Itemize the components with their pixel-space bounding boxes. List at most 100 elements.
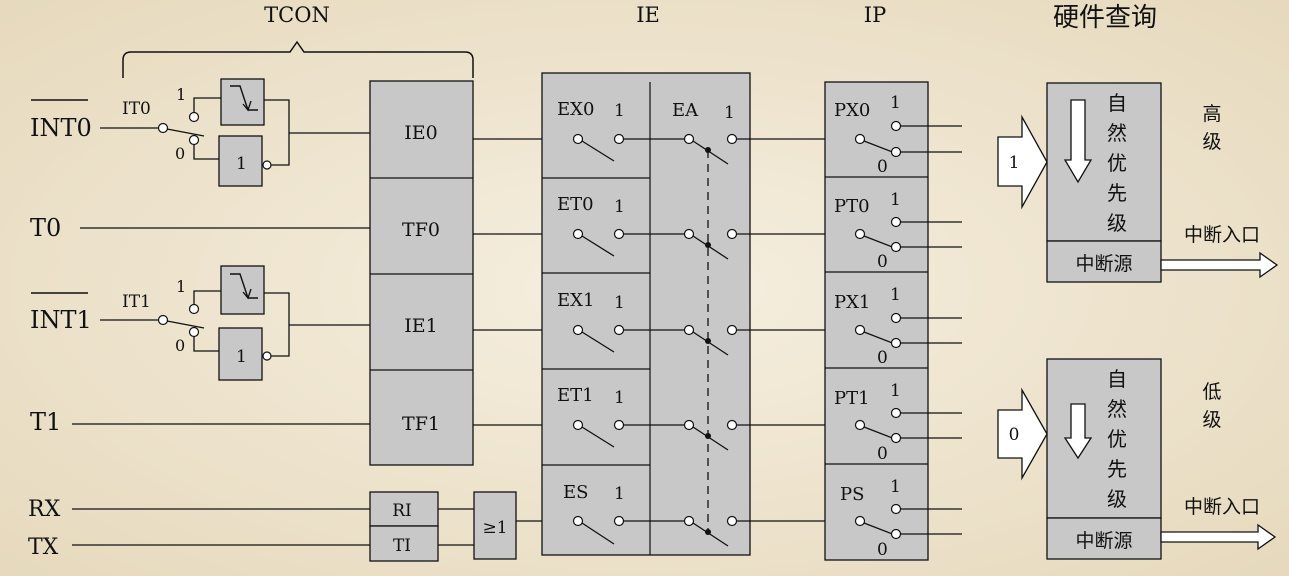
input-t1-label: T1: [30, 408, 61, 436]
input-int0-label: INT0: [30, 114, 92, 142]
low-priority-query: 0 自 然 优 先 级 中断源 低 级 中断入口: [997, 358, 1277, 560]
low-level-arrow: [997, 387, 1048, 481]
ie-es-label: ES: [563, 482, 588, 503]
hardware-query-heading: 硬件查询: [1053, 3, 1157, 33]
high-level-value: 1: [1009, 153, 1020, 173]
high-priority-query: 1 自 然 优 先 级 中断源 高 级 中断入口: [997, 82, 1279, 283]
ip-row-pt0: PT0 1 0: [834, 190, 962, 272]
high-level-arrow: [997, 114, 1048, 210]
ip-px1-label: PX1: [834, 292, 870, 313]
flag-ie1: IE1: [404, 315, 437, 337]
or-gate-label: ≥1: [482, 518, 507, 538]
flag-tf1: TF1: [402, 413, 440, 435]
high-down-arrow-icon: [1063, 99, 1093, 184]
low-level-value: 0: [1009, 425, 1020, 445]
low-down-arrow-icon: [1063, 403, 1093, 460]
tcon-heading: TCON: [264, 3, 330, 27]
int0-edge-detector: [220, 78, 265, 126]
ea-label: EA: [672, 100, 699, 121]
ie-row-et0: ET0 1: [557, 194, 860, 260]
high-natural-1: 然: [1107, 121, 1127, 145]
low-natural-3: 先: [1107, 457, 1127, 481]
low-tag-0: 低: [1202, 381, 1221, 403]
it0-label: IT0: [122, 99, 151, 119]
ip-ps-low: 0: [877, 540, 888, 560]
int0-level-gate: [218, 135, 263, 187]
high-tag-0: 高: [1202, 103, 1221, 125]
int0-level-gate-label: 1: [236, 154, 247, 174]
ip-pt0-label: PT0: [834, 196, 870, 217]
ie-et1-label: ET1: [557, 385, 594, 406]
int1-trigger-select: IT1 1 0 1: [100, 265, 370, 381]
int1-level-gate-label: 1: [236, 347, 247, 367]
or-gate: [473, 491, 517, 560]
ie-et0-label: ET0: [557, 194, 594, 215]
it1-zero: 0: [175, 336, 185, 355]
high-entry-arrow: [1160, 251, 1279, 279]
flag-ie0: IE0: [404, 122, 437, 144]
low-tag-1: 级: [1202, 409, 1221, 431]
low-natural-0: 自: [1107, 367, 1127, 391]
ip-heading: IP: [864, 3, 886, 27]
ip-pt1-high: 1: [890, 381, 901, 401]
ie-ex0-on: 1: [614, 101, 625, 121]
high-natural-0: 自: [1107, 91, 1127, 115]
low-source-label: 中断源: [1075, 530, 1132, 552]
ip-row-px0: PX0 1 0: [834, 93, 962, 177]
ip-pt0-high: 1: [890, 190, 901, 210]
ie-es-on: 1: [614, 484, 625, 504]
input-rx-label: RX: [28, 497, 61, 522]
low-natural-2: 优: [1107, 427, 1127, 451]
it1-label: IT1: [122, 292, 151, 312]
high-source-label: 中断源: [1075, 253, 1132, 275]
it0-zero: 0: [175, 144, 185, 163]
low-entry-arrow: [1160, 523, 1277, 551]
it1-one: 1: [176, 277, 186, 296]
ie-ex1-label: EX1: [557, 290, 594, 311]
ie-ex0-label: EX0: [557, 99, 594, 120]
ie-row-ex0: EX0 1: [557, 99, 860, 165]
ip-px1-high: 1: [890, 285, 901, 305]
int1-level-gate: [218, 327, 263, 381]
tcon-brace: [122, 40, 474, 78]
flag-ti: TI: [393, 536, 411, 556]
ie-et0-on: 1: [614, 197, 625, 217]
int0-trigger-select: IT0 1 0 1: [100, 78, 370, 187]
ip-px0-high: 1: [890, 93, 901, 113]
ip-px0-label: PX0: [834, 100, 870, 121]
input-t0-label: T0: [30, 214, 61, 242]
high-natural-3: 先: [1107, 181, 1127, 205]
ie-register-block: EA 1: [541, 72, 751, 556]
ie-heading: IE: [636, 3, 660, 27]
ip-px0-low: 0: [877, 157, 888, 177]
low-entry-label: 中断入口: [1184, 496, 1260, 518]
low-natural-4: 级: [1107, 487, 1127, 511]
ip-ps-high: 1: [890, 477, 901, 497]
ea-on-label: 1: [724, 103, 735, 123]
ie-et1-on: 1: [614, 388, 625, 408]
input-int1-label: INT1: [30, 306, 92, 334]
ip-ps-label: PS: [840, 484, 864, 505]
ip-row-ps: PS 1 0: [840, 477, 962, 560]
high-natural-2: 优: [1107, 151, 1127, 175]
it0-one: 1: [176, 85, 186, 104]
ie-ex1-on: 1: [614, 293, 625, 313]
flag-ri: RI: [392, 501, 412, 521]
ip-pt1-label: PT1: [834, 388, 870, 409]
low-natural-1: 然: [1107, 397, 1127, 421]
int1-edge-detector: [220, 265, 265, 315]
serial-flag-block: RI TI ≥1: [72, 491, 574, 562]
ip-register-block: [824, 81, 929, 561]
high-natural-4: 级: [1107, 211, 1127, 235]
ip-row-px1: PX1 1 0: [834, 285, 962, 368]
input-tx-label: TX: [28, 535, 59, 560]
high-tag-1: 级: [1202, 131, 1221, 153]
ip-pt0-low: 0: [877, 252, 888, 272]
ip-pt1-low: 0: [877, 444, 888, 464]
ip-px1-low: 0: [877, 348, 888, 368]
high-entry-label: 中断入口: [1184, 224, 1260, 246]
flag-tf0: TF0: [402, 219, 440, 241]
ip-row-pt1: PT1 1 0: [834, 381, 962, 464]
tcon-flag-block: IE0 TF0 IE1 TF1: [369, 80, 474, 466]
